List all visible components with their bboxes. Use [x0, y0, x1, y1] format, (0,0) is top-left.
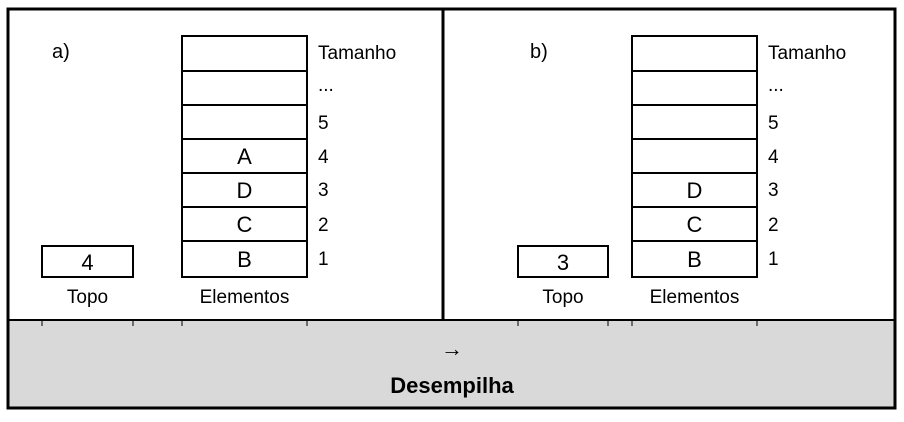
- stack-cell-value: C: [687, 212, 703, 237]
- index-label: ...: [318, 75, 334, 96]
- elements-stack: A D C B: [181, 35, 308, 278]
- panel-a: a) A D C B Tamanho ... 5 4 3 2 1: [41, 35, 396, 308]
- index-label: Tamanho: [318, 43, 396, 64]
- panel-b: b) D C B Tamanho ... 5 4 3 2 1: [517, 35, 846, 308]
- stack-cell: [181, 240, 308, 278]
- stack-cell-value: D: [237, 178, 253, 203]
- index-label: 4: [318, 147, 329, 168]
- stack-cell-value: B: [237, 247, 252, 272]
- index-label: 5: [768, 113, 779, 134]
- index-labels: Tamanho ... 5 4 3 2 1: [318, 43, 396, 270]
- stack-cell: [181, 35, 308, 72]
- outer-border: [6, 7, 897, 410]
- stack-cell: [631, 138, 758, 174]
- elements-caption: Elementos: [200, 287, 290, 308]
- top-caption: Topo: [67, 287, 108, 308]
- top-value: 4: [81, 250, 93, 275]
- operation-label: Desempilha: [390, 373, 514, 398]
- stack-cell: [631, 35, 758, 72]
- stack-cell: [181, 70, 308, 106]
- stack-cell: [631, 240, 758, 278]
- top-box: [517, 245, 609, 278]
- top-value: 3: [557, 250, 569, 275]
- index-label: 3: [318, 180, 329, 201]
- stack-cell-value: C: [237, 212, 253, 237]
- index-label: 1: [768, 249, 779, 270]
- index-label: 2: [768, 215, 779, 236]
- arrow-icon: →: [441, 336, 463, 361]
- index-label: 5: [318, 113, 329, 134]
- index-label: ...: [768, 75, 784, 96]
- top-box: [41, 245, 134, 278]
- footer-band: [8, 320, 895, 408]
- panel-label: b): [530, 41, 548, 63]
- index-label: 2: [318, 215, 329, 236]
- stack-cell: [631, 70, 758, 106]
- stack-cell-value: D: [687, 178, 703, 203]
- elements-caption: Elementos: [650, 287, 740, 308]
- index-label: 3: [768, 180, 779, 201]
- footer-ticks: [41, 320, 758, 326]
- stack-cell-value: A: [237, 144, 252, 169]
- index-labels: Tamanho ... 5 4 3 2 1: [768, 43, 846, 270]
- stack-cell: [631, 104, 758, 140]
- index-label: 4: [768, 147, 779, 168]
- index-label: 1: [318, 249, 329, 270]
- stack-cell: [181, 104, 308, 140]
- top-caption: Topo: [542, 287, 583, 308]
- panel-label: a): [52, 41, 70, 63]
- stack-cell-value: B: [687, 247, 702, 272]
- elements-stack: D C B: [631, 35, 758, 278]
- index-label: Tamanho: [768, 43, 846, 64]
